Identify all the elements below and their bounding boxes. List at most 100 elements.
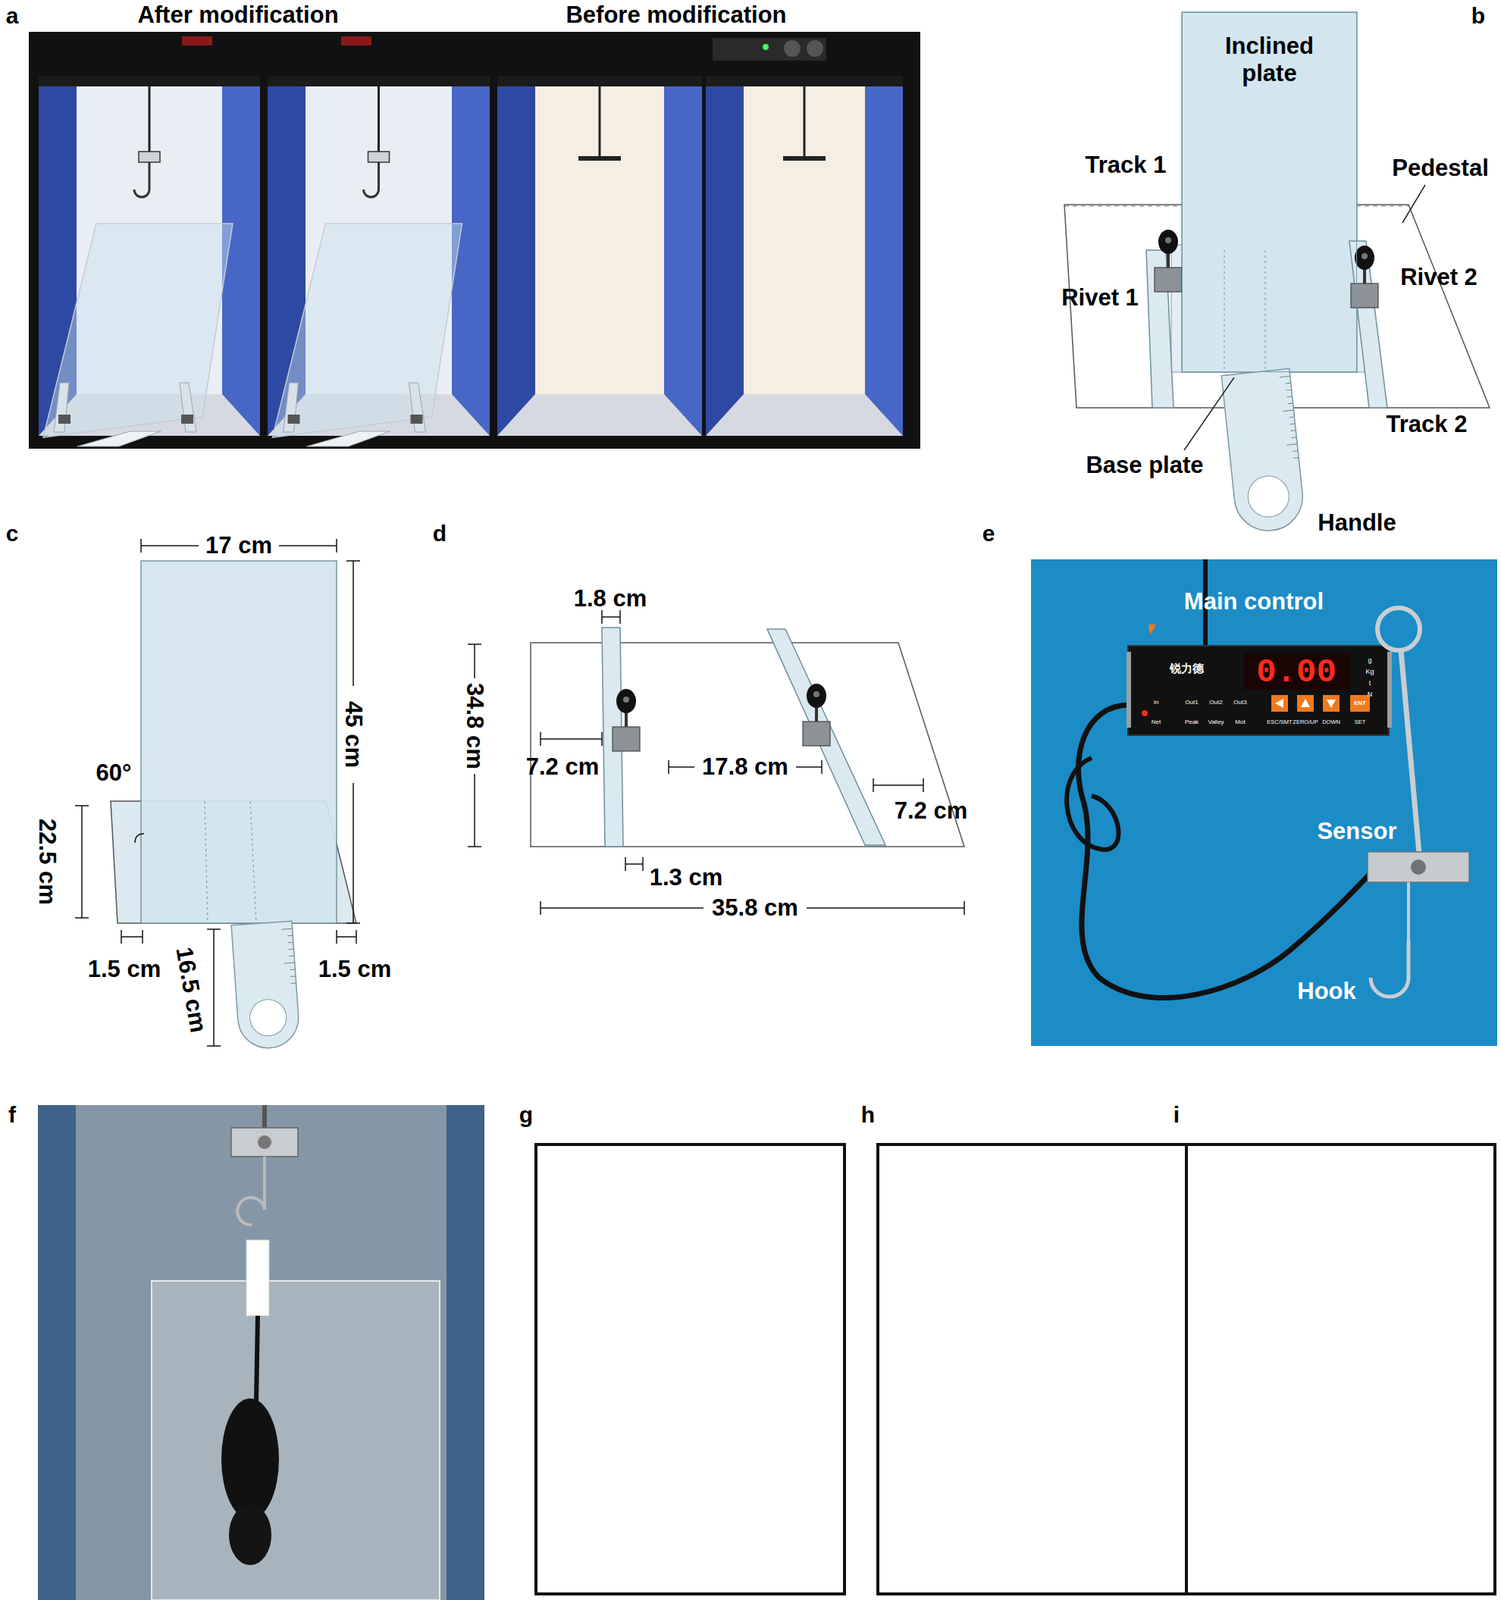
force-meter-photo [1275, 698, 1284, 709]
brand-logo: 锐力德 [1169, 662, 1204, 676]
plate-dimensions [75, 917, 89, 919]
force-meter-photo [1322, 695, 1340, 712]
force-meter-photo [1078, 705, 1373, 998]
dimension: 7.2 cm [526, 754, 600, 781]
rivet-symbol [1154, 229, 1182, 292]
pedestal-dimensions [601, 732, 603, 746]
handle-ruler [1283, 410, 1295, 411]
test-chamber [705, 75, 903, 436]
apparatus-sketch [1349, 241, 1388, 408]
force-meter-photo [1030, 559, 1498, 1047]
plate-dimensions [352, 783, 355, 924]
handle-ruler [1221, 368, 1306, 534]
pedestal-dimensions [467, 610, 965, 916]
test-chamber [578, 156, 621, 161]
dimension: 16.5 cm [170, 945, 211, 1035]
pedestal-dimensions [625, 863, 643, 865]
indicator-label: Mot [1234, 719, 1245, 727]
dimension: 7.2 cm [894, 798, 969, 825]
pedestal-dimensions [667, 760, 670, 775]
test-chamber [138, 151, 160, 163]
test-chamber [368, 151, 390, 163]
force-meter-photo [1148, 624, 1157, 636]
test-chamber [38, 75, 261, 447]
test-chamber [148, 86, 151, 160]
panel-letter: b [1471, 3, 1486, 29]
force-meter-photo [1400, 650, 1420, 854]
part-name: Track 1 [1085, 152, 1167, 179]
test-chamber [705, 75, 744, 436]
dimension: 17 cm [205, 532, 273, 559]
handle-ruler [1246, 473, 1292, 519]
pedestal-dimensions [806, 907, 965, 909]
suspension-photo [75, 1105, 447, 1600]
dimension: 22.5 cm [34, 818, 60, 906]
test-chamber [803, 86, 806, 160]
plate-dimensions [335, 930, 338, 944]
handle-ruler [284, 962, 295, 965]
chamber-photo [806, 40, 824, 57]
dimension: 1.3 cm [649, 864, 724, 891]
dimension: 45 cm [340, 701, 367, 768]
plate-dimensions [121, 936, 143, 938]
apparatus-sketch [1184, 377, 1235, 451]
panel-letter: e [982, 520, 996, 546]
test-chamber [664, 75, 702, 436]
button-label: DOWN [1322, 719, 1341, 726]
plate-dimensions [141, 560, 337, 924]
handle-ruler [290, 976, 296, 978]
panel-letter: d [432, 520, 447, 546]
pedestal-dimensions [872, 778, 875, 793]
test-chamber [535, 86, 665, 395]
indicator-label: In [1153, 699, 1160, 707]
test-chamber [181, 414, 194, 424]
test-chamber [307, 431, 391, 447]
force-meter-photo [1387, 651, 1392, 728]
plate-dimensions [355, 930, 358, 944]
display-reading: 0.00 [1256, 654, 1337, 691]
force-meter-photo [1128, 645, 1389, 736]
indicator-label: Out3 [1233, 699, 1247, 707]
rivet-symbol [616, 689, 637, 714]
apparatus-sketch [1264, 250, 1266, 373]
pedestal-dimensions [473, 644, 476, 679]
handle-ruler [1290, 429, 1296, 432]
plate-dimensions [81, 805, 83, 919]
plate-dimensions [140, 538, 142, 553]
pedestal-dimensions [624, 857, 627, 872]
mouse-illustration [877, 1144, 1187, 1595]
handle-ruler [288, 942, 294, 944]
handle-ruler [231, 921, 301, 1050]
force-meter-photo [1297, 695, 1314, 712]
force-meter-photo [1326, 699, 1336, 709]
test-chamber [497, 75, 536, 436]
apparatus-sketch [1181, 12, 1357, 373]
indicator-label: Peak [1184, 719, 1199, 727]
test-chamber [58, 414, 71, 424]
unit-label: N [1367, 691, 1373, 699]
suspension-photo [237, 1156, 265, 1226]
test-chamber [743, 86, 865, 395]
suspension-photo [221, 1398, 279, 1520]
dimension: 1.5 cm [87, 956, 162, 983]
handle-ruler [291, 983, 297, 984]
test-chamber [179, 382, 197, 433]
handle-ruler [1288, 416, 1295, 418]
rivet-symbol [1350, 245, 1379, 308]
handle-ruler [282, 928, 293, 931]
force-meter-photo [1141, 710, 1148, 717]
test-chamber [377, 86, 380, 160]
test-chamber [497, 394, 702, 436]
test-chamber [864, 75, 903, 436]
dimension: 1.8 cm [573, 585, 648, 612]
chamber-photo [783, 40, 801, 57]
part-name: Inclined plate [1205, 32, 1335, 87]
test-chamber [409, 382, 427, 433]
handle-ruler [1279, 376, 1291, 377]
button-label: ZERO/UP [1292, 719, 1318, 726]
test-chamber [598, 86, 602, 160]
test-chamber [43, 223, 233, 438]
force-meter-photo [1300, 698, 1310, 708]
